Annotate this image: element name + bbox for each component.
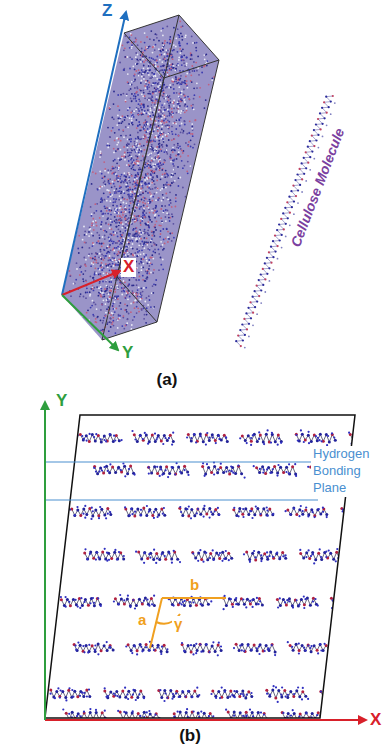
hbond-line — [45, 461, 318, 462]
x-axis — [45, 719, 366, 721]
axis-label: X — [370, 711, 381, 730]
axis-label: Y — [122, 344, 133, 363]
lattice-label: a — [136, 612, 148, 629]
simulation-box-fill — [62, 15, 219, 340]
cell-outline — [45, 415, 355, 718]
panel-label: (a) — [157, 371, 178, 390]
y-axis — [62, 295, 118, 350]
lattice-label: b — [188, 577, 201, 594]
simulation-box-outline — [102, 15, 219, 340]
x-axis — [62, 271, 120, 295]
axis-label: Y — [56, 392, 67, 411]
y-axis — [44, 402, 46, 720]
molecule-label: Cellulose Molecule — [288, 126, 348, 249]
atom-dots — [69, 21, 216, 335]
cellulose-chain — [235, 95, 336, 349]
lattice-label: γ — [172, 616, 184, 633]
molecule-rows — [49, 429, 388, 724]
panel-label: (b) — [179, 727, 201, 746]
hbond-line — [45, 499, 318, 500]
axis-label: Z — [102, 2, 112, 21]
axis-label: X — [121, 258, 136, 277]
unit-cell-lines — [150, 598, 226, 648]
plane-label: Hydrogen Bonding Plane — [311, 446, 385, 497]
z-axis — [62, 12, 126, 295]
